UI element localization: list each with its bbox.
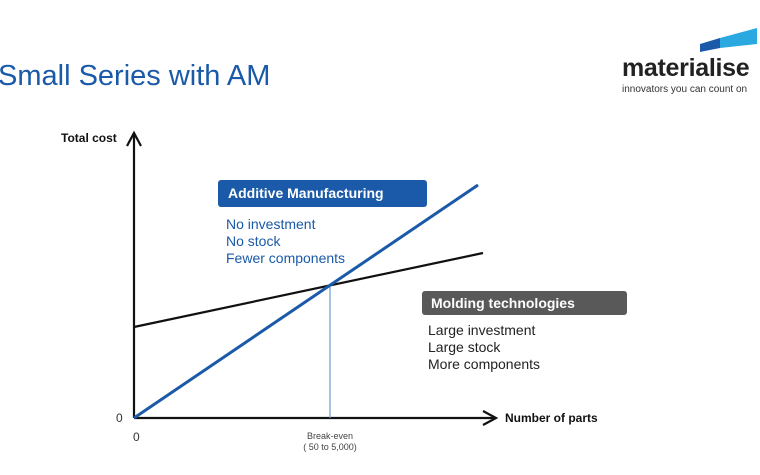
molding-item: Large stock — [428, 339, 501, 355]
x-axis-label: Number of parts — [505, 411, 598, 425]
molding-list: Large investment Large stock More compon… — [428, 322, 540, 373]
am-heading: Additive Manufacturing — [218, 180, 427, 207]
am-list: No investment No stock Fewer components — [226, 216, 345, 267]
slide-title: Small Series with AM — [0, 60, 271, 92]
am-item: No investment — [226, 216, 316, 232]
molding-item: Large investment — [428, 322, 536, 338]
am-item: No stock — [226, 233, 281, 249]
logo-wordmark: materialise — [622, 54, 750, 82]
am-item: Fewer components — [226, 250, 346, 266]
x-origin-label: 0 — [133, 430, 140, 444]
break-even-range: ( 50 to 5,000) — [303, 442, 357, 452]
logo-tagline: innovators you can count on — [622, 84, 748, 95]
molding-item: More components — [428, 356, 541, 372]
y-axis-label: Total cost — [61, 131, 117, 145]
am-cost-line — [133, 183, 479, 420]
break-even-text: Break-even — [306, 431, 354, 441]
molding-cost-line — [133, 251, 484, 329]
logo-swoosh-icon — [700, 28, 757, 52]
y-axis-arrow-icon — [126, 130, 142, 147]
molding-heading: Molding technologies — [422, 291, 627, 315]
break-even-label: Break-even ( 50 to 5,000) — [290, 431, 370, 453]
y-origin-label: 0 — [116, 411, 123, 425]
materialise-logo: materialise innovators you can count on — [620, 26, 760, 96]
x-axis-arrow-icon — [482, 410, 499, 426]
